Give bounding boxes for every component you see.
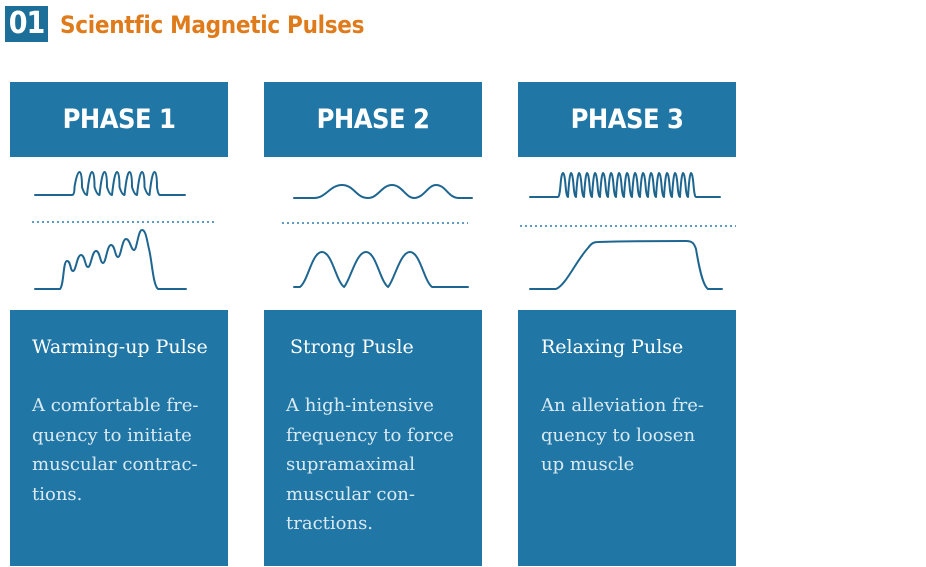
phase-body-3: Relaxing Pulse An alleviation fre- quenc… xyxy=(518,310,736,566)
phase-card-2: PHASE 2 Strong Pusle A high-intensive fr… xyxy=(264,82,482,566)
phase-title: PHASE 2 xyxy=(264,82,482,157)
pulse-waveform-3 xyxy=(518,157,736,310)
pulse-top-wave xyxy=(293,184,473,199)
pulse-bottom-wave xyxy=(529,240,723,290)
phase-card-3: PHASE 3 Relaxing Pulse An alleviation fr… xyxy=(518,82,736,566)
pulse-waveform-1 xyxy=(10,157,228,310)
phase-card-1: PHASE 1 Warming-up Pulse A comfortable f… xyxy=(10,82,228,566)
page-title: Scientfic Magnetic Pulses xyxy=(60,11,365,39)
phase-title: PHASE 3 xyxy=(518,82,736,157)
phase-subtitle: Relaxing Pulse xyxy=(541,336,684,358)
phase-body-2: Strong Pusle A high-intensive frequency … xyxy=(264,310,482,566)
section-number-badge: 01 xyxy=(5,6,48,42)
header: 01 Scientfic Magnetic Pulses xyxy=(0,0,926,46)
phase-description: An alleviation fre- quency to loosen up … xyxy=(541,395,705,475)
phase-subtitle: Warming-up Pulse xyxy=(32,336,208,358)
pulse-bottom-wave xyxy=(34,229,187,290)
pulse-bottom-wave xyxy=(293,251,469,288)
pulse-top-wave xyxy=(34,171,186,196)
phase-title: PHASE 1 xyxy=(10,82,228,157)
phase-description: A comfortable fre- quency to initiate mu… xyxy=(32,395,199,505)
phase-body-1: Warming-up Pulse A comfortable fre- quen… xyxy=(10,310,228,566)
phase-description: A high-intensive frequency to force supr… xyxy=(286,395,454,534)
phase-subtitle: Strong Pusle xyxy=(290,336,414,358)
pulse-waveform-2 xyxy=(264,157,482,310)
pulse-top-wave xyxy=(529,172,721,198)
